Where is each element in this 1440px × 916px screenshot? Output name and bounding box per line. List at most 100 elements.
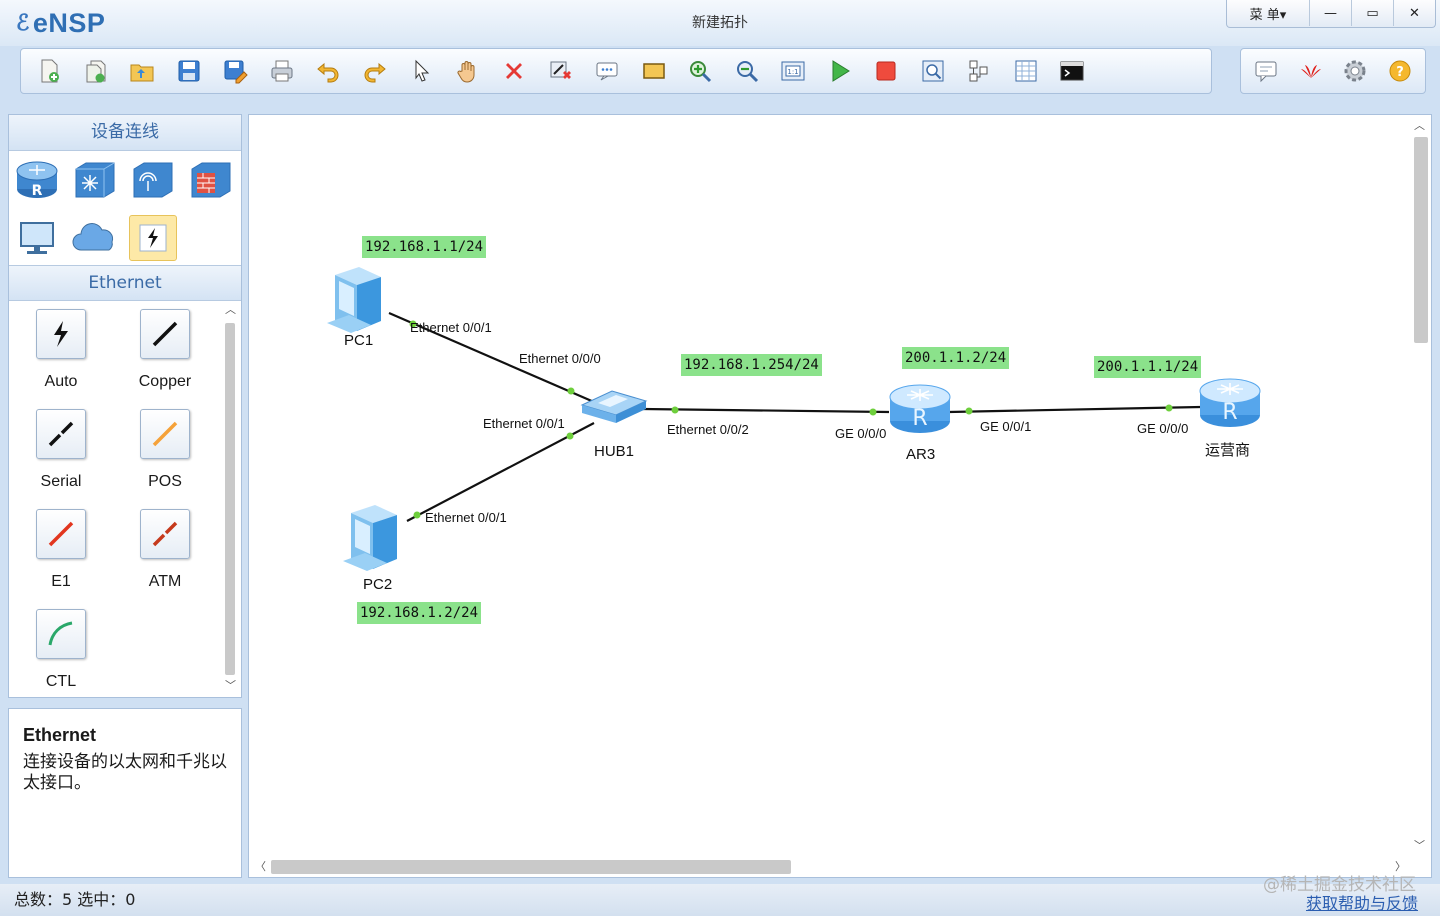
- pc-icon: [20, 222, 54, 254]
- new-topology-button[interactable]: [29, 54, 69, 88]
- cable-list-scrollbar[interactable]: ︿ ﹀: [222, 303, 238, 693]
- link-hub1-ar3[interactable]: [642, 407, 890, 414]
- select-button[interactable]: [401, 54, 441, 88]
- text-button[interactable]: [587, 54, 627, 88]
- canvas-vertical-scrollbar[interactable]: ︿ ﹀: [1409, 115, 1431, 855]
- delete-icon: [506, 63, 522, 79]
- copper-cable-icon: [152, 321, 178, 347]
- save-button[interactable]: [169, 54, 209, 88]
- cable-item-copper[interactable]: Copper: [125, 301, 205, 397]
- cable-label: ATM: [148, 573, 182, 590]
- ip-label-pc2[interactable]: 192.168.1.2/24: [357, 602, 482, 624]
- device-wireless[interactable]: [129, 157, 177, 203]
- rectangle-button[interactable]: [634, 54, 674, 88]
- cli-button[interactable]: [1052, 54, 1092, 88]
- device-pc[interactable]: [13, 215, 61, 261]
- cable-item-e1[interactable]: E1: [21, 501, 101, 597]
- undo-button[interactable]: [308, 54, 348, 88]
- svg-text:R: R: [912, 406, 927, 431]
- ar3-router[interactable]: R: [889, 384, 951, 433]
- chat-button[interactable]: [1247, 54, 1285, 88]
- save-as-button[interactable]: [215, 54, 255, 88]
- description-panel: Ethernet 连接设备的以太网和千兆以太接口。: [8, 708, 242, 878]
- cable-item-ctl[interactable]: CTL: [21, 601, 101, 697]
- cable-label: Serial: [40, 473, 82, 490]
- new-example-button[interactable]: [76, 54, 116, 88]
- select-icon: [415, 59, 430, 82]
- connection-icon: [139, 224, 167, 252]
- cable-item-serial[interactable]: Serial: [21, 401, 101, 497]
- device-router[interactable]: R: [13, 157, 61, 203]
- menu-button[interactable]: 菜 单▾: [1249, 7, 1287, 23]
- huawei-button[interactable]: [1292, 54, 1330, 88]
- minimize-button[interactable]: —: [1309, 0, 1351, 26]
- topology-canvas[interactable]: R R 192.168.1.1/24 192.168.1.2/24 192.16…: [248, 114, 1432, 878]
- open-button[interactable]: [122, 54, 162, 88]
- link-pc1-hub1[interactable]: [388, 311, 595, 404]
- cable-item-atm[interactable]: ATM: [125, 501, 205, 597]
- close-button[interactable]: ✕: [1393, 0, 1435, 26]
- scrollbar-thumb[interactable]: [225, 323, 235, 675]
- hub1-device[interactable]: [580, 390, 648, 423]
- link-pc2-hub1[interactable]: [406, 422, 595, 522]
- start-device-button[interactable]: [820, 54, 860, 88]
- cable-list: Auto Copper Serial POS E1 ATM CTL ︿: [9, 301, 241, 697]
- port-label-ar3-ge1: GE 0/0/1: [980, 419, 1032, 434]
- port-indicator: [869, 408, 877, 416]
- capture-icon: [922, 60, 943, 82]
- device-firewall[interactable]: [187, 157, 235, 203]
- scroll-up-icon[interactable]: ︿: [1414, 119, 1425, 132]
- delete-button[interactable]: [494, 54, 534, 88]
- ensp-logo-icon: ℰ: [16, 10, 30, 35]
- save-icon: [178, 60, 199, 82]
- isp-router[interactable]: R: [1199, 378, 1261, 427]
- device-switch[interactable]: [71, 157, 119, 203]
- print-icon: [271, 60, 292, 82]
- delete-link-button[interactable]: [541, 54, 581, 88]
- watermark: @稀土掘金技术社区: [1263, 875, 1416, 895]
- window-title: 新建拓扑: [692, 15, 748, 31]
- help-feedback-link[interactable]: 获取帮助与反馈: [1305, 894, 1418, 913]
- capture-button[interactable]: [913, 54, 953, 88]
- ip-label-ar3-wan[interactable]: 200.1.1.2/24: [902, 347, 1010, 369]
- start-device-icon: [832, 60, 850, 82]
- link-ar3-isp[interactable]: [948, 405, 1202, 414]
- canvas-horizontal-scrollbar[interactable]: 〈 〉: [249, 855, 1411, 877]
- zoom-in-button[interactable]: [680, 54, 720, 88]
- device-cloud[interactable]: [71, 215, 119, 261]
- scroll-down-icon[interactable]: ﹀: [1414, 839, 1425, 852]
- maximize-button[interactable]: ▭: [1351, 0, 1393, 26]
- ip-label-isp[interactable]: 200.1.1.1/24: [1094, 356, 1202, 378]
- cable-item-auto[interactable]: Auto: [21, 301, 101, 397]
- scroll-down-icon[interactable]: ﹀: [225, 679, 236, 692]
- new-topology-icon: [41, 59, 59, 83]
- scroll-up-icon[interactable]: ︿: [225, 303, 236, 316]
- pc1-device[interactable]: [327, 267, 381, 333]
- port-label-pc2-eth: Ethernet 0/0/1: [425, 510, 507, 525]
- zoom-out-button[interactable]: [727, 54, 767, 88]
- cable-item-pos[interactable]: POS: [125, 401, 205, 497]
- fit-view-button[interactable]: 1:1: [773, 54, 813, 88]
- pan-button[interactable]: [448, 54, 488, 88]
- port-indicator: [1165, 404, 1173, 412]
- print-button[interactable]: [262, 54, 302, 88]
- redo-icon: [364, 62, 386, 83]
- cli-icon: [1060, 61, 1084, 81]
- ip-label-gateway[interactable]: 192.168.1.254/24: [681, 354, 822, 376]
- grid-button[interactable]: [1006, 54, 1046, 88]
- redo-button[interactable]: [355, 54, 395, 88]
- description-text: 连接设备的以太网和千兆以太接口。: [23, 752, 227, 793]
- scroll-right-icon[interactable]: 〉: [1395, 860, 1406, 873]
- ip-label-pc1[interactable]: 192.168.1.1/24: [362, 236, 487, 258]
- scroll-left-icon[interactable]: 〈: [255, 860, 266, 873]
- topology-button[interactable]: [959, 54, 999, 88]
- settings-button[interactable]: [1336, 54, 1374, 88]
- pc2-device[interactable]: [343, 505, 397, 571]
- scrollbar-thumb[interactable]: [1414, 137, 1428, 343]
- huawei-logo-icon: [1300, 65, 1321, 78]
- stop-device-icon: [876, 61, 896, 81]
- device-connection[interactable]: [129, 215, 177, 261]
- scrollbar-thumb[interactable]: [271, 860, 791, 874]
- help-button[interactable]: ?: [1381, 54, 1419, 88]
- stop-device-button[interactable]: [866, 54, 906, 88]
